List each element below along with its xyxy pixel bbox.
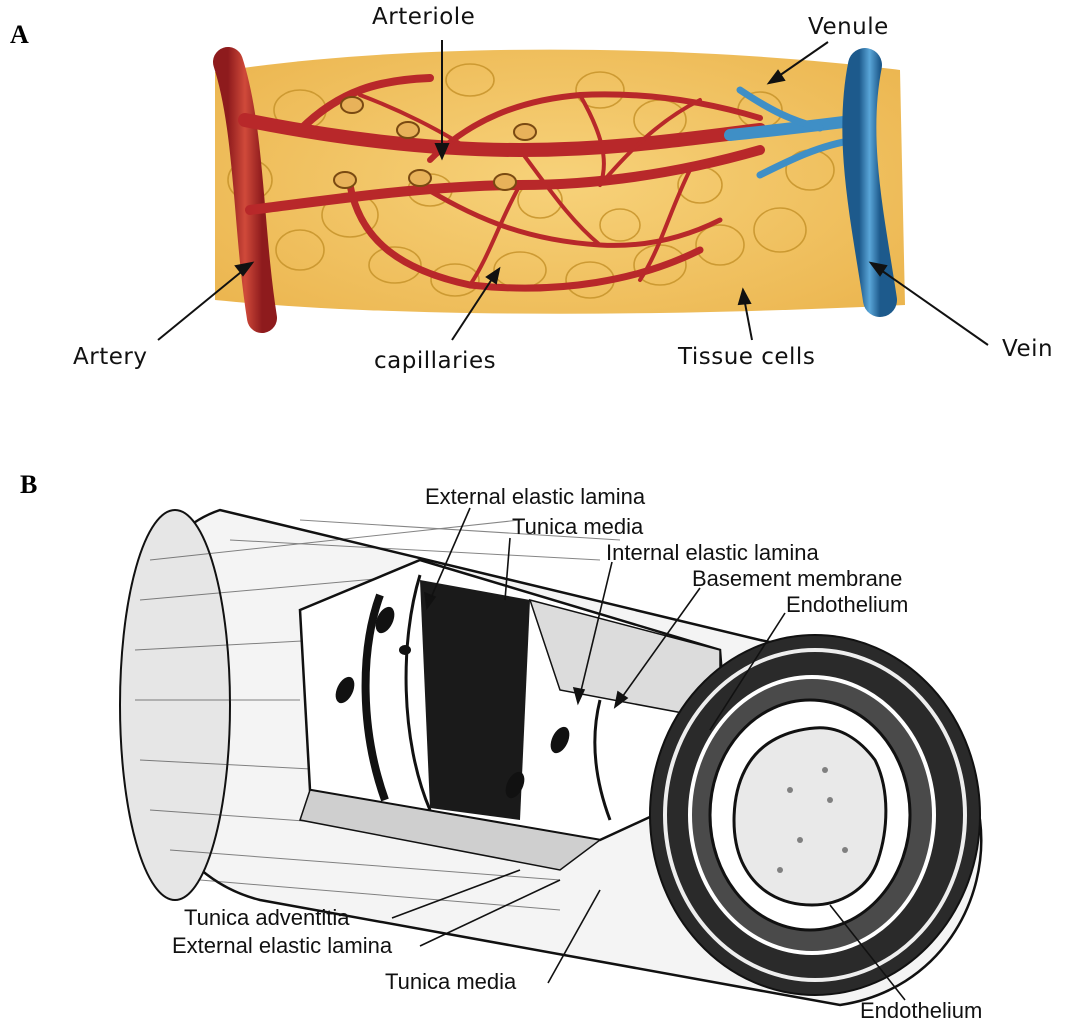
- label-internal-elastic-lamina: Internal elastic lamina: [606, 540, 819, 566]
- label-endothelium-bottom: Endothelium: [860, 998, 982, 1024]
- label-arteriole: Arteriole: [372, 4, 475, 30]
- label-artery: Artery: [73, 344, 147, 370]
- panel-a-letter: A: [10, 20, 29, 50]
- label-capillaries: capillaries: [374, 348, 496, 374]
- label-external-elastic-lamina-top: External elastic lamina: [425, 484, 645, 510]
- label-vein: Vein: [1002, 336, 1053, 362]
- label-tissue-cells: Tissue cells: [678, 344, 815, 370]
- label-tunica-media-top: Tunica media: [512, 514, 643, 540]
- label-endothelium-top: Endothelium: [786, 592, 908, 618]
- label-basement-membrane: Basement membrane: [692, 566, 902, 592]
- label-tunica-adventitia: Tunica adventitia: [184, 905, 350, 931]
- label-tunica-media-bottom: Tunica media: [385, 969, 516, 995]
- panel-b-letter: B: [20, 470, 37, 500]
- label-venule: Venule: [808, 14, 889, 40]
- label-external-elastic-lamina-bottom: External elastic lamina: [172, 933, 392, 959]
